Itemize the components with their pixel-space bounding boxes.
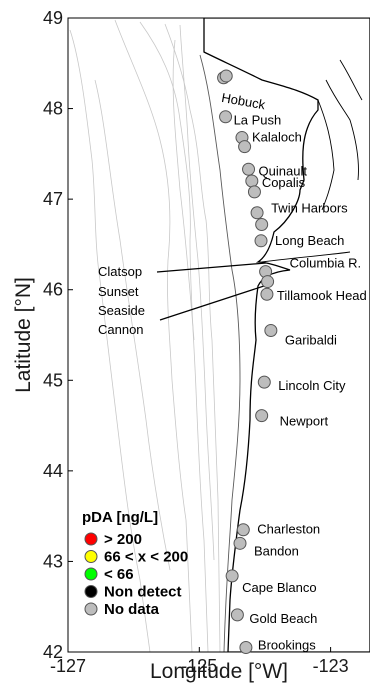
station-label: Quinault [259,163,308,178]
station-label: La Push [234,113,282,128]
station-marker [239,640,253,654]
station-marker [257,375,271,389]
bathymetry-contours [69,19,221,652]
legend-item-label: > 200 [104,531,142,548]
station-label: Kalaloch [252,130,302,145]
land-mass [203,18,370,652]
y-tick-label: 42 [43,642,63,662]
station-label: Long Beach [275,233,344,248]
station-marker [236,523,250,537]
station-marker [255,409,269,423]
station-marker [264,323,278,337]
station-marker [242,162,256,176]
legend-swatch [84,550,98,563]
station-marker [255,218,269,232]
station-marker [250,206,264,220]
legend-item-label: No data [104,601,160,618]
station-label: Garibaldi [285,332,337,347]
y-tick-label: 46 [43,280,63,300]
station-marker [247,185,261,199]
legend-swatch [84,602,98,616]
station-label: Tillamook Head [277,288,367,303]
legend-swatch [84,532,98,546]
y-tick-label: 48 [43,99,63,119]
station-marker [254,234,268,248]
legend-swatch [84,585,98,598]
station-label: Twin Harbors [271,201,348,216]
station-marker [233,536,247,550]
shelf-break-contour [199,54,241,652]
y-tick-label: 44 [43,461,63,481]
inland-waterways [261,59,363,263]
x-axis-label: Longitude [°W] [150,660,288,683]
callout-label: Seaside [98,303,145,318]
callout-pointer [159,285,265,321]
y-tick-label: 47 [43,189,63,209]
callout-label: Cannon [98,322,144,337]
y-tick-label: 49 [43,8,63,28]
callout-label: Clatsop [98,264,142,279]
legend-title: pDA [ng/L] [82,509,158,526]
station-marker [225,569,239,583]
axes-frame [67,17,370,653]
legend-item-label: Non detect [104,584,182,601]
legend-swatch [84,567,98,581]
x-tick-label: -123 [313,656,349,676]
x-tick-label: -127 [50,656,86,676]
station-label: Brookings [258,637,316,652]
x-tick-label: -125 [181,656,217,676]
station-marker [238,140,252,154]
station-marker [260,287,274,301]
station-label: Lincoln City [278,378,346,393]
station-marker [261,275,275,289]
station-marker [230,608,244,622]
station-marker [219,110,233,124]
station-label: Columbia R. [290,256,362,271]
legend-item-label: < 66 [104,566,134,583]
y-tick-label: 43 [43,551,63,571]
station-label: Cape Blanco [242,580,316,595]
callout-label: Sunset [98,284,139,299]
stations [217,69,278,654]
station-marker [245,174,259,188]
station-label: Newport [280,414,329,429]
station-label: Gold Beach [249,611,317,626]
station-marker [219,69,233,83]
callout-pointer [156,262,267,273]
station-label: Charleston [257,522,320,537]
station-label: Copalis [262,175,306,190]
y-tick-label: 45 [43,370,63,390]
x-axis: -127 -125 -123 [50,647,349,676]
station-label: Bandon [254,543,299,558]
legend-item-label: 66 < x < 200 [104,549,188,566]
y-axis: 42 43 44 45 46 47 48 49 [43,8,73,662]
y-axis-label: Latitude [°N] [12,277,35,393]
